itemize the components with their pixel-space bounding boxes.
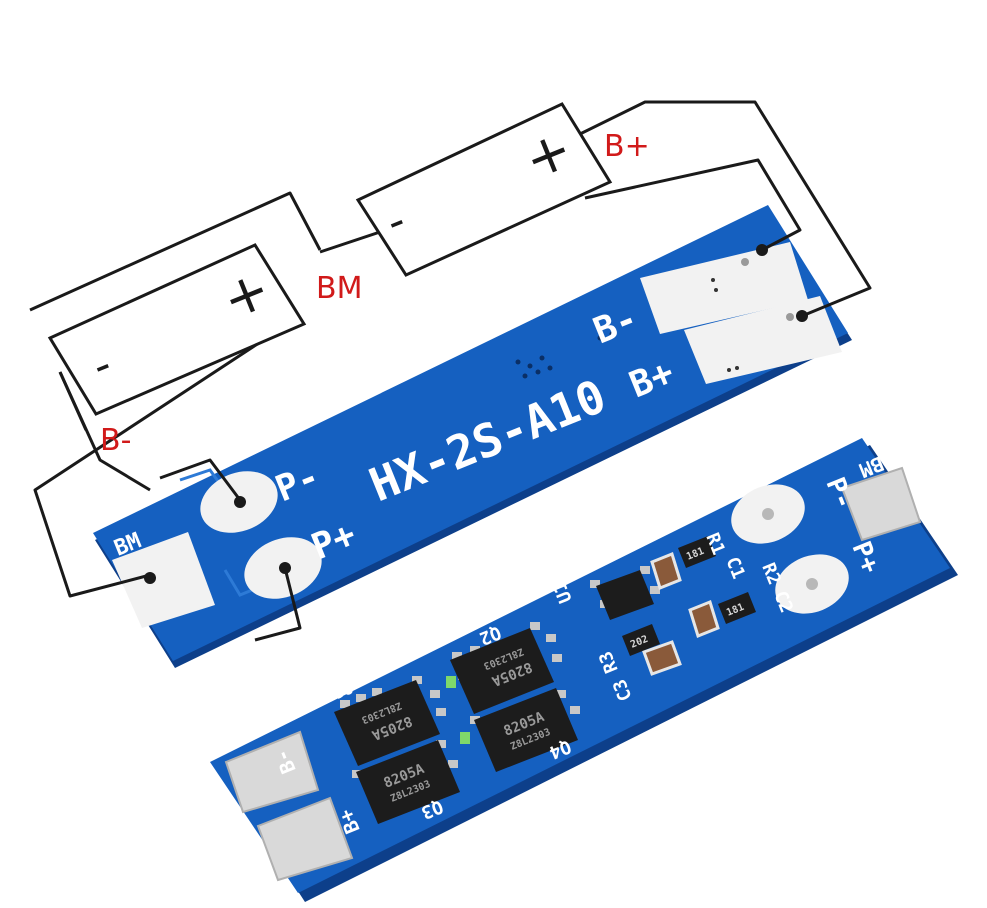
pad-b-plus-bottom	[256, 796, 354, 882]
resistor-r2: 181	[718, 592, 756, 624]
wiring-label-b-plus: B+	[604, 129, 650, 164]
mosfet-q3: 8205A Z8L2303	[352, 740, 460, 824]
mosfet-q2: 8205A Z8L2303	[450, 622, 562, 714]
resistor-r3: 202	[622, 624, 660, 656]
capacitor-c1	[650, 552, 682, 590]
ic-u1	[590, 566, 660, 620]
pad-bm-bottom	[840, 466, 922, 542]
battery-cell-upper	[355, 102, 613, 277]
pad-b-minus-top	[640, 242, 808, 334]
battery-cell-lower	[47, 243, 307, 416]
pcb-bottom-board: B- B+ BM P- P+ U1 181 181	[210, 438, 958, 902]
wiring-diagram: + - + - B+ BM B-	[29, 100, 872, 642]
pcb-top-board: HX-2S-A10 B- B+ P- P+ BM	[93, 205, 852, 668]
resistor-r1: 181	[678, 536, 716, 568]
pad-b-minus-bottom	[224, 730, 320, 814]
pad-bm-top	[112, 532, 215, 628]
capacitor-c2	[688, 600, 720, 638]
mosfet-q4: 8205A Z8L2303	[470, 688, 580, 772]
wiring-label-b-minus: B-	[100, 423, 131, 458]
wiring-label-bm: BM	[316, 271, 362, 306]
capacitor-c3	[642, 640, 682, 676]
mosfet-q1: 8205A Z8L2303	[334, 676, 446, 766]
